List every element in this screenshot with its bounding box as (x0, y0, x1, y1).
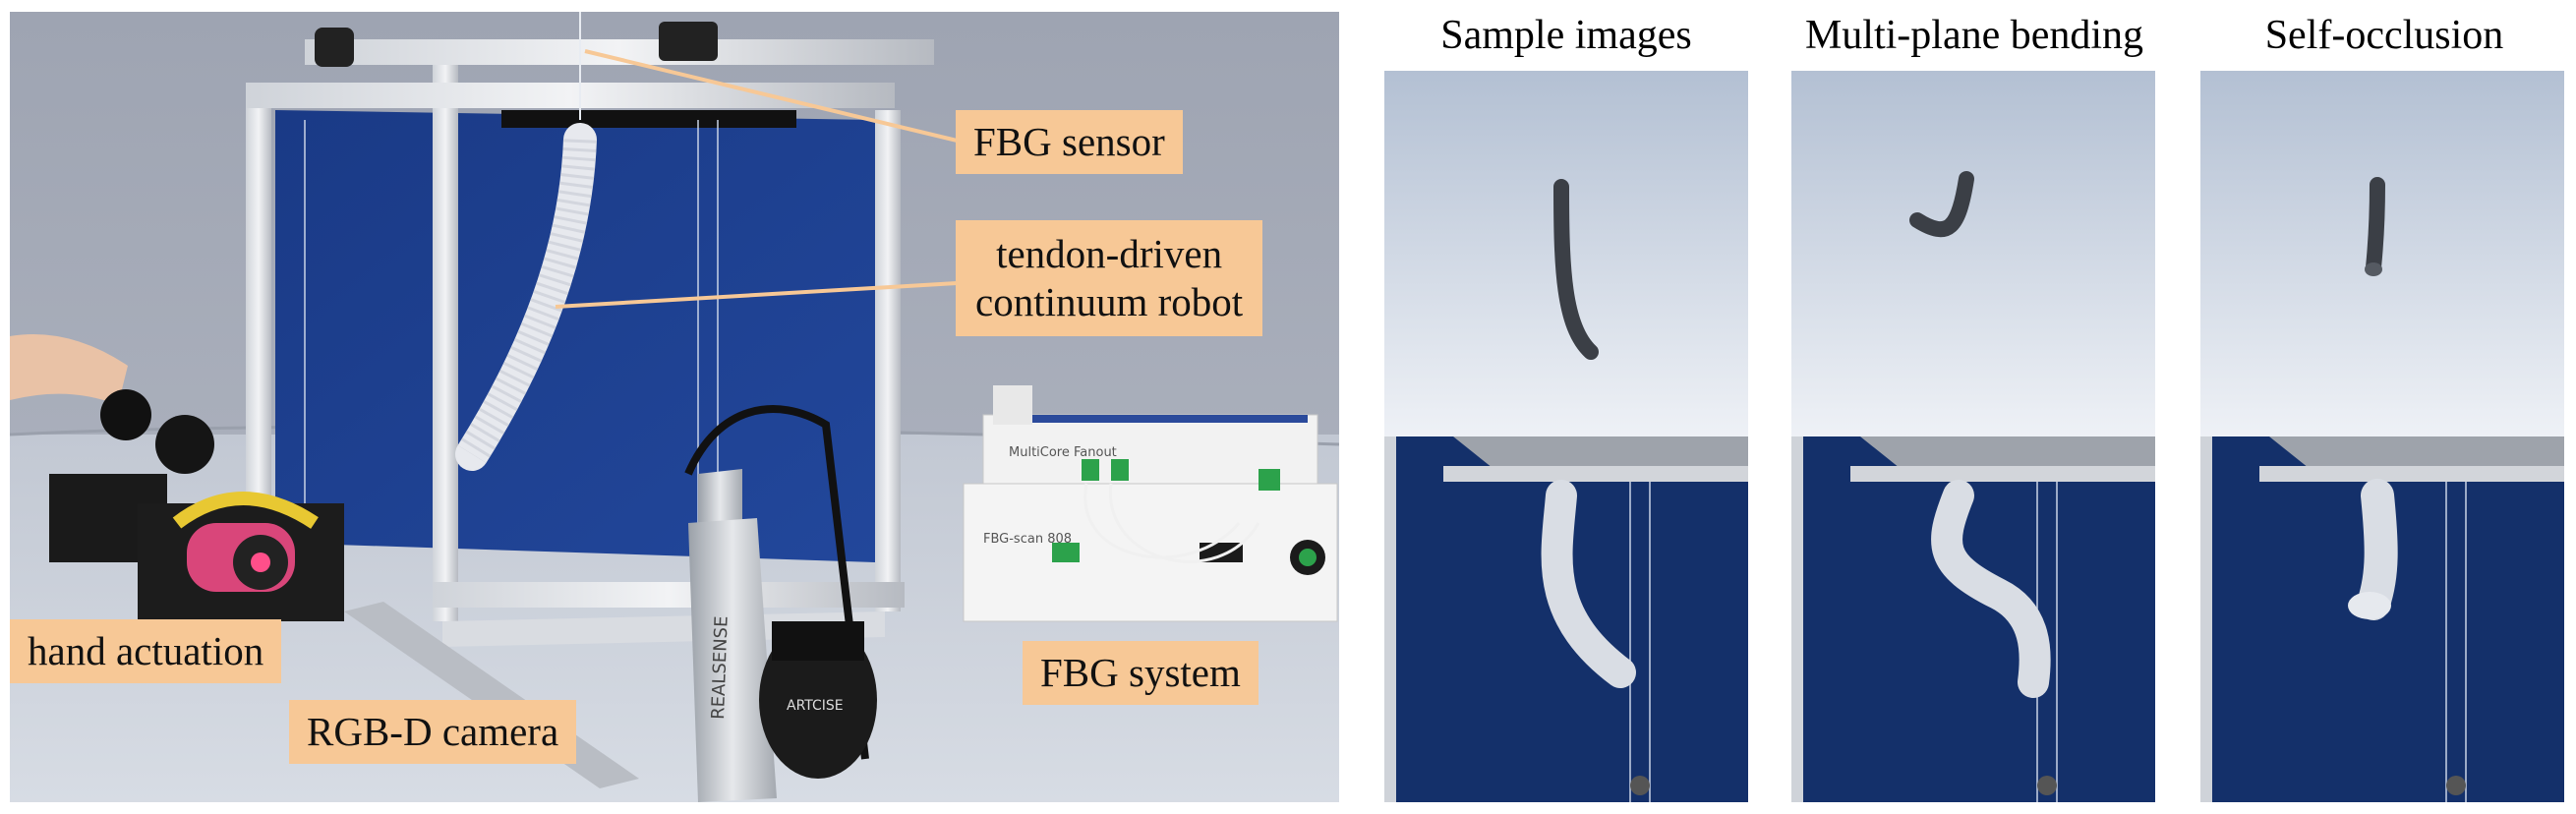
photo-panel-self-occlusion (2200, 436, 2564, 802)
scanner-device-label: FBG-scan 808 (983, 532, 1072, 547)
callout-fbg-system-label: FBG system (1040, 650, 1241, 695)
callout-hand-actuation: hand actuation (10, 619, 282, 684)
callout-fbg-sensor: FBG sensor (956, 110, 1183, 175)
callout-robot-line2: continuum robot (975, 279, 1244, 325)
tripod-brand-label: ARTCISE (787, 698, 844, 714)
callout-hand-actuation-label: hand actuation (28, 628, 264, 673)
render-panel-self-occlusion (2200, 71, 2564, 436)
callout-robot-line1: tendon-driven (996, 231, 1223, 276)
column-title-multi-plane-bending: Multi-plane bending (1804, 13, 2144, 58)
render-panel-sample (1384, 71, 1748, 436)
callout-fbg-sensor-label: FBG sensor (973, 119, 1165, 164)
setup-photo: ARTCISE REALSENSE MultiCore Fanout FBG-s… (10, 12, 1339, 802)
photo-panel-sample (1384, 436, 1748, 802)
callout-fbg-system: FBG system (1023, 641, 1259, 706)
callout-rgbd-camera: RGB-D camera (289, 700, 577, 765)
render-panel-multi-plane (1791, 71, 2155, 436)
callout-rgbd-camera-label: RGB-D camera (307, 709, 559, 754)
photo-panel-multi-plane (1791, 436, 2155, 802)
camera-brand-label: REALSENSE (708, 615, 732, 720)
callout-continuum-robot: tendon-driven continuum robot (956, 220, 1263, 337)
column-title-sample-images: Sample images (1440, 13, 1692, 58)
fanout-device-label: MultiCore Fanout (1009, 445, 1117, 460)
column-title-self-occlusion: Self-occlusion (2264, 13, 2504, 58)
